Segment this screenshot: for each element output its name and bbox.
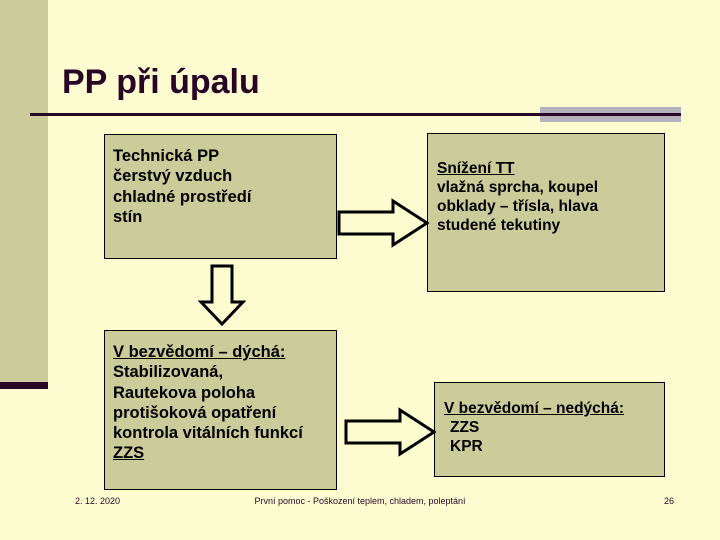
box-v-bezvedomi-dycha: V bezvědomí – dýchá: Stabilizovaná, Raut… [104, 330, 337, 490]
arrow-right-icon [337, 198, 429, 248]
box-v-bezvedomi-nedycha: V bezvědomí – nedýchá: ZZS KPR [434, 382, 665, 477]
box-nedycha-heading: V bezvědomí – nedýchá: [444, 400, 625, 417]
arrow-right-icon [344, 407, 436, 457]
box-technicka-body: čerstvý vzduch chladné prostředí stín [113, 167, 252, 226]
box-technicka-pp: Technická PP čerstvý vzduch chladné pros… [104, 134, 337, 259]
title-divider-rule [30, 113, 681, 116]
page-title: PP při úpalu [62, 63, 260, 101]
footer-date: 2. 12. 2020 [75, 496, 121, 506]
box-snizeni-body: vlažná sprcha, koupel obklady – třísla, … [437, 179, 599, 235]
box-dycha-zzs: ZZS [113, 444, 145, 463]
box-snizeni-tt: Snížení TT vlažná sprcha, koupel obklady… [427, 133, 665, 292]
left-decorative-band [0, 0, 48, 382]
box-nedycha-line-zzs: ZZS [450, 419, 480, 437]
arrow-down-icon [198, 264, 246, 326]
left-band-accent-cap [0, 382, 48, 389]
box-dycha-heading: V bezvědomí – dýchá: [113, 343, 286, 361]
footer-page-number: 26 [664, 496, 675, 506]
box-dycha-body: Stabilizovaná, Rautekova poloha protišok… [113, 363, 303, 443]
box-snizeni-heading: Snížení TT [437, 160, 515, 177]
box-technicka-heading: Technická PP [113, 147, 220, 165]
footer-subject: První pomoc - Poškození teplem, chladem,… [254, 496, 466, 506]
box-nedycha-line-kpr: KPR [450, 438, 483, 456]
